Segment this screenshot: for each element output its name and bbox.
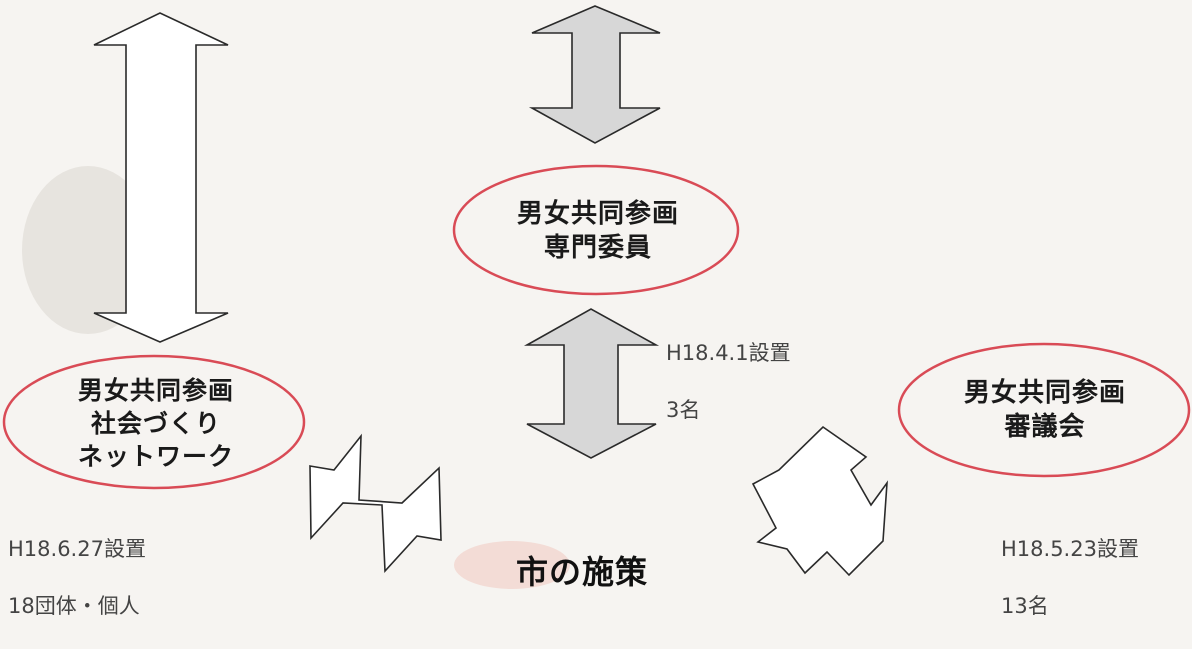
note-left-line-2: 18団体・個人 [8, 594, 140, 619]
node-left-line-2: 社会づくり [90, 408, 221, 438]
note-left-line-1: H18.6.27設置 [8, 537, 146, 562]
node-right-label: 男女共同参画 審議会 [964, 376, 1126, 445]
note-top: H18.4.1設置 3名 [666, 311, 791, 453]
node-top-line-2: 専門委員 [543, 233, 652, 263]
node-right-ellipse [897, 342, 1191, 478]
connection-bottom-right-arrow [751, 425, 888, 577]
node-council: 男女共同参画 審議会 [900, 344, 1190, 476]
connection-left-arrow [93, 12, 229, 343]
connection-bottom-left-arrow [309, 433, 442, 573]
center-label: 市の施策 [516, 553, 649, 591]
node-network: 男女共同参画 社会づくり ネットワーク [6, 358, 306, 488]
node-top-ellipse [452, 164, 740, 296]
diagram-canvas: 男女共同参画 専門委員 男女共同参画 社会づくり ネットワーク 男女共同参画 審… [2, 5, 1191, 619]
node-left-label: 男女共同参画 社会づくり ネットワーク [78, 374, 234, 473]
background-glow [454, 541, 570, 589]
node-top-label: 男女共同参画 専門委員 [517, 197, 679, 266]
note-right: H18.5.23設置 13名 [1001, 507, 1139, 649]
note-right-line-2: 13名 [1001, 594, 1049, 619]
background-watermark [22, 166, 154, 334]
note-top-line-2: 3名 [666, 398, 701, 423]
node-right-line-2: 審議会 [1004, 412, 1086, 442]
node-gender-equality-specialist: 男女共同参画 専門委員 [458, 168, 738, 294]
node-left-line-1: 男女共同参画 [77, 375, 234, 405]
connection-top-upper-arrow [528, 5, 661, 144]
connection-top-lower-arrow [523, 308, 660, 459]
note-left: H18.6.27設置 18団体・個人 [8, 507, 146, 649]
diagram-graphics [2, 5, 1191, 589]
node-left-ellipse [2, 354, 306, 490]
note-right-line-1: H18.5.23設置 [1001, 537, 1139, 562]
node-right-line-1: 男女共同参画 [963, 377, 1126, 408]
node-top-line-1: 男女共同参画 [516, 198, 679, 229]
node-left-line-3: ネットワーク [77, 441, 234, 471]
note-top-line-1: H18.4.1設置 [666, 341, 791, 366]
